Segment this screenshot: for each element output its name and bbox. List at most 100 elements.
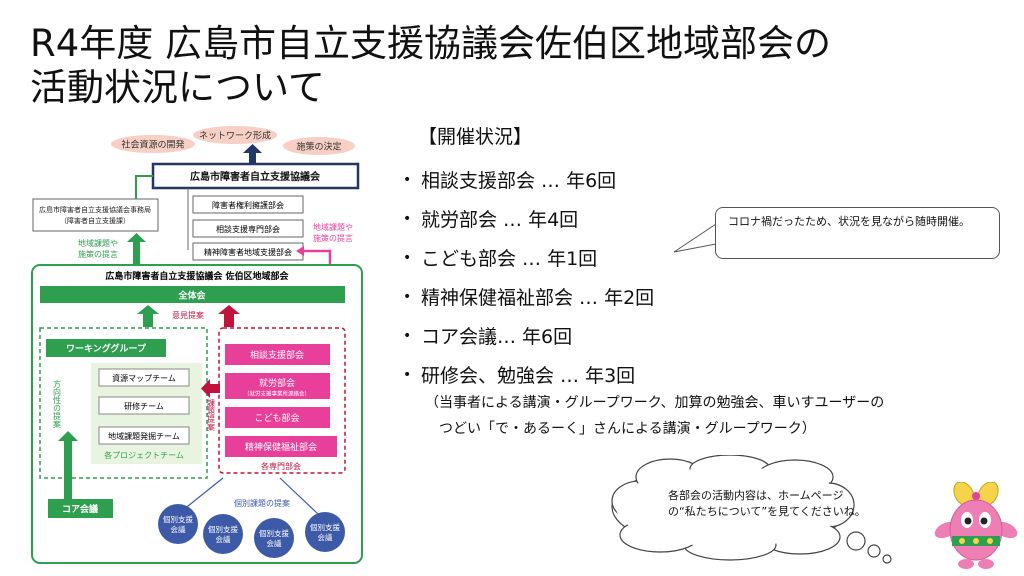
department-label-1: 相談支援部会 <box>250 349 304 361</box>
status-item-text: 就労部会 … 年4回 <box>421 209 579 231</box>
subcommittee-box-1 <box>192 195 304 214</box>
departments-label: 各専門部会 <box>261 461 301 471</box>
oval-network <box>193 126 277 144</box>
core-meeting-arrow <box>64 439 72 499</box>
red-up-arrow-head <box>218 305 240 314</box>
individual-circle-2 <box>203 514 243 554</box>
bullet-icon: • <box>403 249 412 266</box>
list-item: •就労部会 … 年4回 <box>403 199 654 238</box>
right-proposal-arrow-head <box>296 246 304 256</box>
status-item-text: 研修会、勉強会 … 年3回 <box>421 365 636 387</box>
department-label-2: 就労部会 <box>259 377 295 389</box>
subcommittee-label-2: 相談支援専門部会 <box>216 224 280 234</box>
individual-circle-1-line-2: 会議 <box>171 524 186 534</box>
general-meeting-box <box>40 286 345 303</box>
individual-circle-3 <box>254 518 294 558</box>
individual-circle-4-line-1: 個別支援 <box>310 522 340 532</box>
bullet-icon: • <box>403 171 412 188</box>
list-item: • 研修会、勉強会 … 年3回 <box>403 355 654 394</box>
mascot-icon <box>934 482 1018 569</box>
working-group-header <box>46 339 166 357</box>
red-up-arrow <box>224 312 234 327</box>
green-up-arrow-head <box>137 305 159 314</box>
individual-circle-4 <box>305 512 345 552</box>
project-box-2 <box>98 396 190 415</box>
oval-network-label: ネットワーク形成 <box>199 130 271 142</box>
cloud-message: 各部会の活動内容は、ホームページの“私たちについて”を見てくださいね。 <box>668 489 866 518</box>
bullet-icon: • <box>403 327 412 344</box>
status-item-text: 相談支援部会 … 年6回 <box>421 170 617 192</box>
training-note-line-1: （当事者による講演・グループワーク、加算の勉強会、車いすユーザーの <box>425 395 885 411</box>
secretariat-line-1: 広島市障害者自立支援協議会事務局 <box>39 205 151 214</box>
subcommittee-label-1: 障害者権利擁護部会 <box>212 200 284 210</box>
project-label-3: 地域課題発掘チーム <box>108 431 180 441</box>
right-proposal-line-1: 地域課題や <box>313 222 353 232</box>
oval-resource-dev <box>111 135 195 153</box>
individual-circle-3-line-1: 個別支援 <box>259 528 289 538</box>
council-label: 広島市障害者自立支援協議会 <box>190 170 320 183</box>
individual-circle-1 <box>158 504 198 544</box>
arrow-up-network <box>249 152 256 164</box>
right-proposal-line-2: 施策の提言 <box>313 233 353 243</box>
core-meeting-arrow-head <box>58 431 78 441</box>
departments-area <box>218 327 346 474</box>
projects-label: 各プロジェクトチーム <box>104 450 184 460</box>
red-left-arrow <box>208 384 220 393</box>
status-item-text: 精神保健福祉部会 … 年2回 <box>421 287 655 309</box>
opinion-label: 意見提案 <box>172 310 204 320</box>
title-line-2: 活動状況について <box>30 66 325 109</box>
list-item: • コア会議… 年6回 <box>403 316 654 355</box>
left-proposal-arrow-head <box>127 233 146 242</box>
project-box-3 <box>98 426 190 445</box>
training-note: （当事者による講演・グループワーク、加算の勉強会、車いすユーザーの つどい「で・… <box>425 390 884 442</box>
status-item-text: こども部会 … 年1回 <box>421 248 598 270</box>
department-label-4: 精神保健福祉部会 <box>245 441 317 453</box>
oval-resource-dev-label: 社会資源の開発 <box>121 139 184 151</box>
project-label-1: 資源マップチーム <box>112 373 176 383</box>
oval-policy <box>283 137 355 155</box>
red-left-arrow-head <box>201 379 210 398</box>
training-note-line-2: つどい「で・あるーく」さんによる講演・グループワーク） <box>439 421 816 437</box>
callout-pointer <box>673 223 717 253</box>
oval-policy-label: 施策の決定 <box>296 141 341 153</box>
secretariat-connector <box>135 175 153 199</box>
secretariat-box <box>32 198 159 232</box>
individual-circle-4-line-2: 会議 <box>318 532 333 542</box>
individual-arrow-2 <box>279 477 319 515</box>
left-proposal-line-1: 地域課題や <box>78 238 118 248</box>
left-proposal-arrow <box>133 240 140 270</box>
department-box-2 <box>225 373 330 399</box>
region-title: 広島市障害者自立支援協議会 佐伯区地域部会 <box>105 270 289 282</box>
individual-circle-2-line-2: 会議 <box>216 534 231 544</box>
organization-diagram: 社会資源の開発 ネットワーク形成 施策の決定 広島市障害者自立支援協議会 広島市… <box>31 126 363 564</box>
core-meeting-label: コア会議 <box>62 503 98 515</box>
core-meeting-box <box>48 499 113 518</box>
working-group-label: ワーキンググループ <box>66 343 147 355</box>
department-label-3: こども部会 <box>254 412 299 424</box>
issue-proposal-label: 課題提案 <box>207 398 216 432</box>
page-title: R4年度 広島市自立支援協議会佐伯区地域部会の 活動状況について <box>30 22 831 110</box>
secretariat-line-2: （障害者自立支援課） <box>60 216 130 225</box>
list-item: • こども部会 … 年1回 <box>403 238 654 277</box>
department-box-1 <box>225 344 330 365</box>
green-up-arrow <box>143 312 153 327</box>
title-line-1: R4年度 広島市自立支援協議会佐伯区地域部会の <box>30 22 832 65</box>
general-meeting-label: 全体会 <box>177 290 206 302</box>
department-box-3 <box>225 407 330 428</box>
status-list: •相談支援部会 … 年6回 •就労部会 … 年4回 •こども部会 … 年1回 •… <box>403 160 654 394</box>
subcommittee-label-3: 精神障害者地域支援部会 <box>204 247 292 257</box>
individual-proposal-label: 個別課題の提案 <box>234 498 290 508</box>
covid-callout: コロナ禍だったため、状況を見ながら随時開催。 <box>715 207 1000 259</box>
left-proposal-line-2: 施策の提言 <box>78 249 118 259</box>
status-item-text: コア会議… 年6回 <box>421 326 573 348</box>
department-box-4 <box>225 436 337 457</box>
project-box-1 <box>98 368 190 387</box>
project-label-2: 研修チーム <box>124 401 164 411</box>
arrow-up-network-head <box>243 144 262 153</box>
bullet-icon: • <box>403 366 412 383</box>
direction-proposal-label: 方向性の提案 <box>53 379 62 429</box>
working-group-area <box>39 327 208 479</box>
status-heading: 【開催状況】 <box>418 126 533 148</box>
list-item: • 相談支援部会 … 年6回 <box>403 160 654 199</box>
council-box <box>151 162 360 190</box>
